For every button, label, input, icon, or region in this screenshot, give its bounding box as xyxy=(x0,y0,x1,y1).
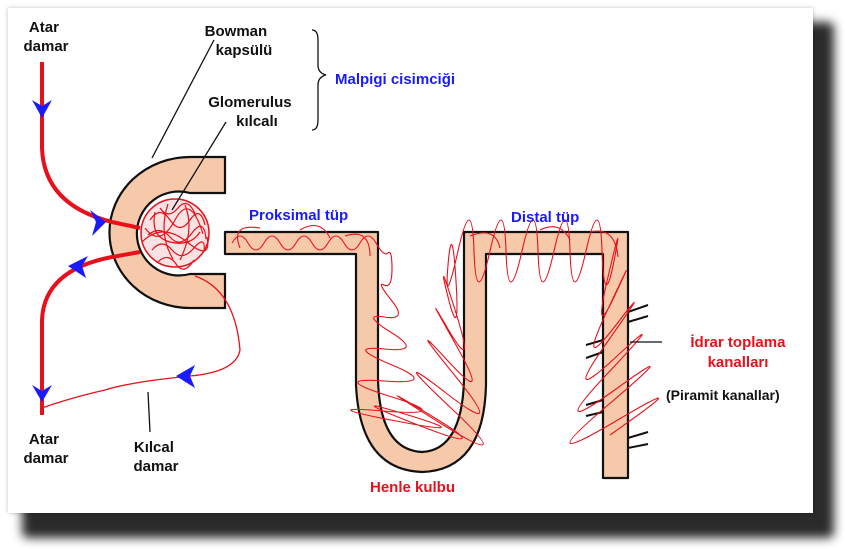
glomerulus-tuft xyxy=(141,199,209,269)
bowman-label: Bowman kapsülü xyxy=(205,23,273,59)
kilcal-label: Kılcal damar xyxy=(133,439,178,475)
afferent-label-line2: damar xyxy=(23,38,68,55)
idrar-label-line2: kanalları xyxy=(708,354,769,371)
glomerulus-label-line2: kılcalı xyxy=(236,113,278,130)
idrar-label-line1: İdrar toplama xyxy=(690,334,786,351)
malpigi-label: Malpigi cisimciği xyxy=(335,71,455,88)
afferent-label-line1: Atar xyxy=(29,19,59,36)
kilcal-label-line2: damar xyxy=(133,458,178,475)
efferent-label: Atar damar xyxy=(23,431,68,467)
idrar-label: İdrar toplama kanalları xyxy=(690,334,789,371)
efferent-label-line2: damar xyxy=(23,450,68,467)
afferent-label: Atar damar xyxy=(23,19,68,55)
glomerulus-label-line1: Glomerulus xyxy=(208,94,291,111)
efferent-label-line1: Atar xyxy=(29,431,59,448)
proksimal-label: Proksimal tüp xyxy=(249,207,348,224)
renal-tubule xyxy=(225,232,628,478)
piramit-label: (Piramit kanallar) xyxy=(666,387,780,403)
kilcal-label-line1: Kılcal xyxy=(134,439,174,456)
distal-label: Distal tüp xyxy=(511,209,579,226)
arrow-right-icon xyxy=(90,210,106,236)
bowman-label-line1: Bowman xyxy=(205,23,268,40)
arrow-left-icon xyxy=(68,256,88,278)
glomerulus-label: Glomerulus kılcalı xyxy=(208,94,296,130)
arrow-left-icon xyxy=(176,365,195,388)
henle-label: Henle kulbu xyxy=(370,479,455,496)
bowman-label-line2: kapsülü xyxy=(216,42,273,59)
